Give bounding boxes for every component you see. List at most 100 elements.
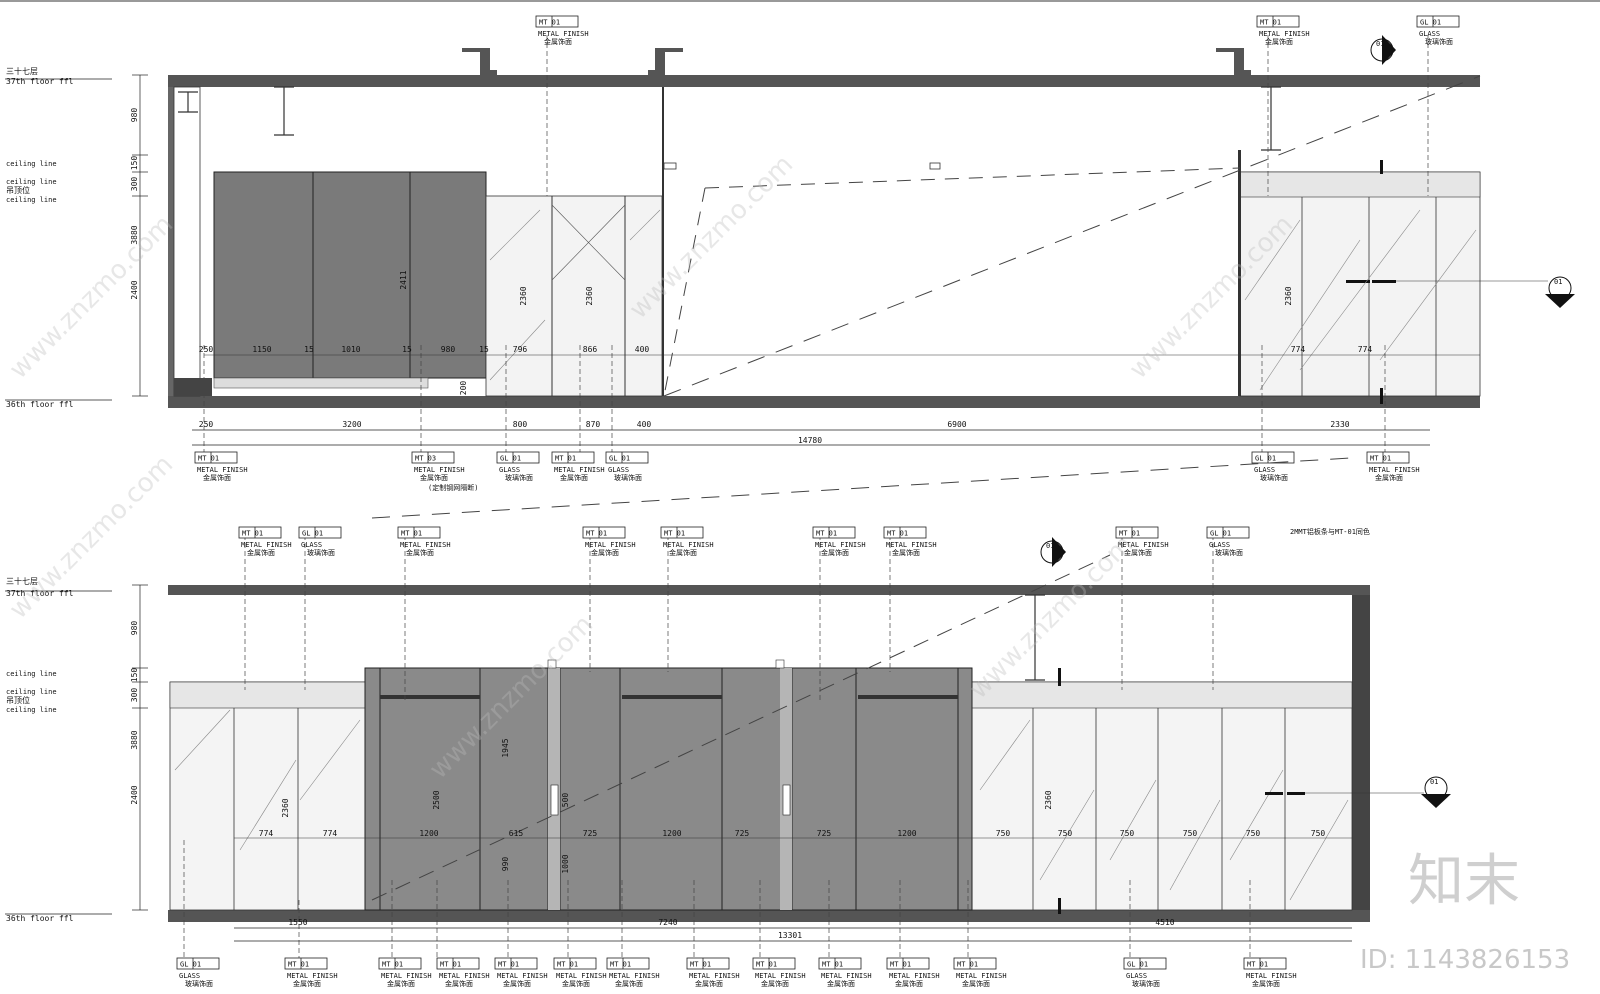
tag-code: MT 01	[557, 961, 578, 969]
dimension-label: 2360	[1044, 790, 1053, 809]
svg-text:01: 01	[1046, 542, 1054, 550]
tag-label: METAL FINISH	[497, 972, 548, 980]
tag-label-cn: 玻璃饰面	[1260, 473, 1288, 482]
tag-label-cn: 玻璃饰面	[1132, 979, 1160, 988]
dimension-label: 750	[1183, 829, 1198, 838]
level-37-en: 37th floor ffl	[6, 77, 74, 86]
elev1-total-dim: 14780	[798, 436, 822, 445]
ceiling-slab	[168, 75, 1480, 87]
dimension-label: 750	[1058, 829, 1073, 838]
dimension-label: 750	[996, 829, 1011, 838]
dimension-label: 400	[637, 420, 652, 429]
ceiling-line-label: ceiling line	[6, 706, 57, 714]
dimension-label: 1550	[288, 918, 307, 927]
dimension-label: 774	[1358, 345, 1373, 354]
tag-code: MT 01	[288, 961, 309, 969]
section-marker: 01	[1421, 776, 1451, 808]
dimension-label: 2400	[130, 280, 139, 299]
tag-label-cn: 金属饰面	[562, 979, 590, 988]
tag-code: GL 01	[1255, 455, 1276, 463]
section-marker: 01	[1545, 276, 1575, 308]
tag-label: METAL FINISH	[538, 30, 589, 38]
elev2-total-dim: 13301	[778, 931, 802, 940]
dimension-label: 2411	[399, 270, 408, 289]
door-panel-group	[364, 667, 973, 911]
level-37-en: 37th floor ffl	[6, 589, 74, 598]
dimension-label: 1200	[662, 829, 681, 838]
dimension-label: 2400	[130, 785, 139, 804]
dimension-label: 500	[561, 793, 570, 808]
tag-code: GL 01	[180, 961, 201, 969]
tag-code: GL 01	[609, 455, 630, 463]
section-marker: 01	[1370, 35, 1396, 65]
tag-label-cn: 玻璃饰面	[614, 473, 642, 482]
dimension-label: 250	[199, 420, 214, 429]
dimension-label: 2360	[1284, 286, 1293, 305]
tag-label: GLASS	[499, 466, 520, 474]
elevation-2: 三十七层 37th floor ffl ceiling line ceiling…	[5, 526, 1451, 988]
dimension-label: 2360	[281, 798, 290, 817]
dimension-label: 725	[735, 829, 750, 838]
custom-note: (定制钢网隔断)	[428, 483, 478, 492]
tag-label: GLASS	[1126, 972, 1147, 980]
ceiling-cn-label: 吊顶位	[6, 695, 30, 705]
dimension-label: 3200	[342, 420, 361, 429]
tag-code: GL 01	[1210, 530, 1231, 538]
dimension-label: 750	[1120, 829, 1135, 838]
dimension-label: 1010	[341, 345, 360, 354]
dimension-label: 1000	[561, 854, 570, 873]
dimension-label: 774	[259, 829, 274, 838]
tag-label: METAL FINISH	[1118, 541, 1169, 549]
tag-label-cn: 金属饰面	[1252, 979, 1280, 988]
dimension-label: 725	[817, 829, 832, 838]
tag-label: METAL FINISH	[439, 972, 490, 980]
dimension-label: 1150	[252, 345, 271, 354]
tag-label-cn: 金属饰面	[420, 473, 448, 482]
glass-panel	[485, 195, 663, 397]
tag-label: METAL FINISH	[554, 466, 605, 474]
dimension-label: 1200	[897, 829, 916, 838]
tag-label: METAL FINISH	[414, 466, 465, 474]
tag-label: METAL FINISH	[1246, 972, 1297, 980]
dimension-label: 3880	[130, 225, 139, 244]
svg-text:01: 01	[1376, 40, 1384, 48]
tag-label: METAL FINISH	[241, 541, 292, 549]
tag-label: METAL FINISH	[609, 972, 660, 980]
tag-label-cn: 金属饰面	[293, 979, 321, 988]
tag-label: METAL FINISH	[821, 972, 872, 980]
tag-label: GLASS	[179, 972, 200, 980]
dimension-label: 4510	[1155, 918, 1174, 927]
tag-code: MT 01	[664, 530, 685, 538]
tag-label: METAL FINISH	[689, 972, 740, 980]
dimension-label: 750	[1311, 829, 1326, 838]
tag-code: MT 03	[415, 455, 436, 463]
tag-label-cn: 玻璃饰面	[307, 548, 335, 557]
watermark-id: ID: 1143826153	[1360, 945, 1570, 975]
tag-label: METAL FINISH	[585, 541, 636, 549]
floor-slab	[168, 910, 1370, 922]
tag-label-cn: 玻璃饰面	[1425, 37, 1453, 46]
tag-code: MT 01	[890, 961, 911, 969]
dimension-label: 800	[513, 420, 528, 429]
tag-code: MT 01	[756, 961, 777, 969]
tag-label: GLASS	[608, 466, 629, 474]
ceiling-line-label: ceiling line	[6, 160, 57, 168]
tag-label: GLASS	[1209, 541, 1230, 549]
tag-code: MT 01	[555, 455, 576, 463]
